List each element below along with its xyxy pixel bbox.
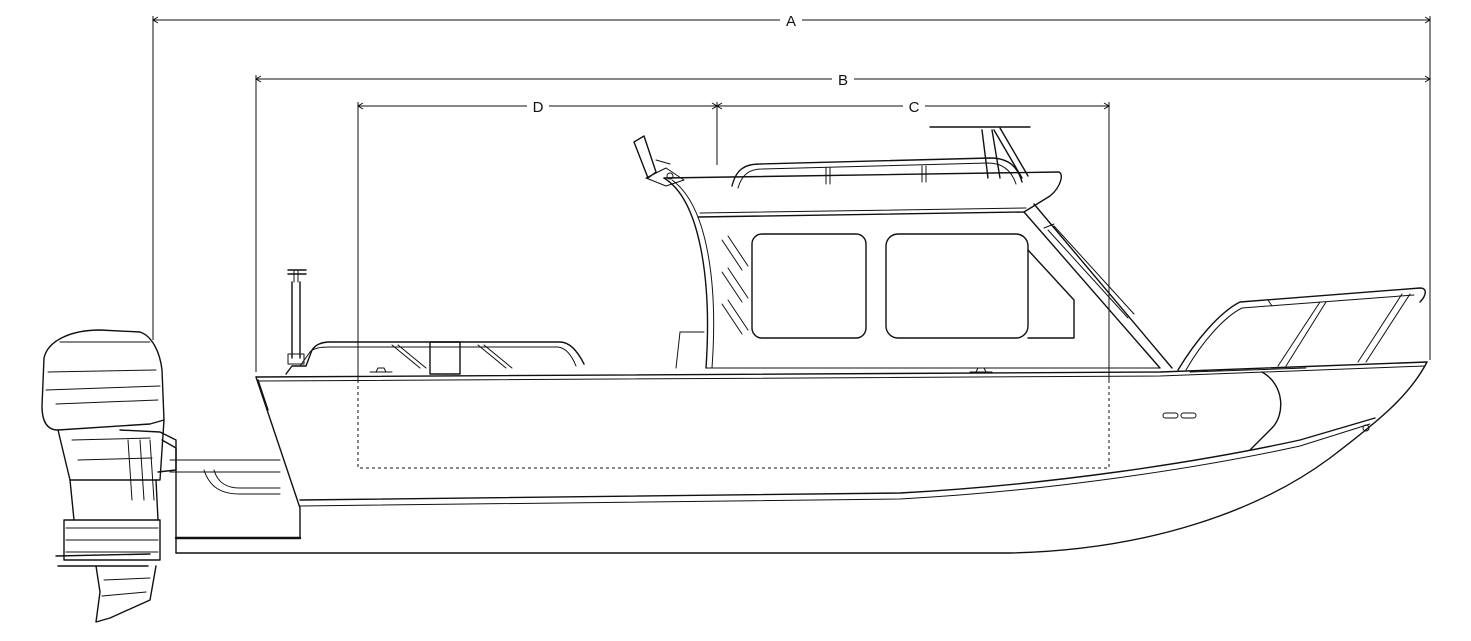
dimension-a: A — [152, 11, 1431, 360]
roof-rail — [731, 126, 1031, 189]
dimension-d: D — [357, 97, 718, 380]
deck-area-outline — [357, 380, 1110, 469]
aft-rails — [285, 269, 585, 375]
outboard-motor — [41, 329, 281, 623]
dimension-b: B — [255, 70, 1431, 372]
dimension-label-a: A — [786, 13, 796, 30]
dimension-label-d: D — [533, 99, 544, 116]
dimension-c: C — [716, 97, 1110, 380]
cleat-aft — [369, 367, 393, 373]
dimension-label-b: B — [838, 72, 848, 89]
cleat-mid — [969, 367, 993, 373]
dimension-label-c: C — [909, 99, 920, 116]
cabin — [663, 171, 1173, 369]
hull — [174, 361, 1428, 554]
searchlight — [633, 135, 685, 187]
bow-rail — [1177, 287, 1426, 373]
